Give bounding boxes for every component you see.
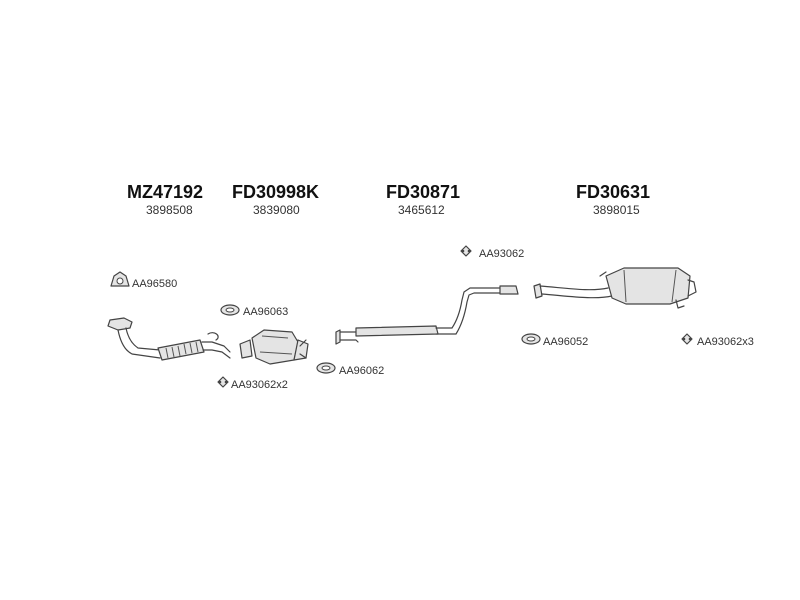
accessory-label-aa96052: AA96052 xyxy=(543,336,588,348)
accessory-mount-aa93062x2: AA93062x2 xyxy=(217,376,288,391)
accessory-gasket-aa96062: AA96062 xyxy=(316,362,384,377)
part-header-front-pipe: MZ47192 3898508 xyxy=(127,182,203,217)
part-code-front-pipe: MZ47192 xyxy=(127,182,203,202)
part-oem-rear-silencer: 3898015 xyxy=(593,203,640,217)
front-pipe-drawing xyxy=(107,317,231,361)
gasket-icon xyxy=(521,333,541,345)
rubber-mount-icon xyxy=(460,245,472,257)
clamp-icon xyxy=(110,271,130,287)
part-code-middle-pipe: FD30871 xyxy=(386,182,460,202)
accessory-label-aa93062: AA93062 xyxy=(479,248,524,260)
accessory-gasket-aa96052: AA96052 xyxy=(521,333,588,348)
rubber-mount-icon xyxy=(681,333,693,345)
accessory-clamp-aa96580: AA96580 xyxy=(110,271,177,290)
accessory-label-aa96580: AA96580 xyxy=(132,278,177,290)
part-header-rear-silencer: FD30631 3898015 xyxy=(576,182,650,217)
accessory-mount-aa93062x3: AA93062x3 xyxy=(681,333,754,348)
part-code-rear-silencer: FD30631 xyxy=(576,182,650,202)
part-header-middle-pipe: FD30871 3465612 xyxy=(386,182,460,217)
gasket-icon xyxy=(220,304,240,316)
accessory-gasket-aa96063: AA96063 xyxy=(220,304,288,318)
accessory-label-aa96063: AA96063 xyxy=(243,306,288,318)
part-oem-front-pipe: 3898508 xyxy=(146,203,193,217)
part-header-catalyst: FD30998K 3839080 xyxy=(232,182,319,217)
gasket-icon xyxy=(316,362,336,374)
middle-pipe-drawing xyxy=(335,285,519,345)
rear-silencer-drawing xyxy=(533,267,697,309)
part-code-catalyst: FD30998K xyxy=(232,182,319,202)
rubber-mount-icon xyxy=(217,376,229,388)
accessory-label-aa93062x2: AA93062x2 xyxy=(231,379,288,391)
catalyst-drawing xyxy=(239,329,309,365)
part-oem-middle-pipe: 3465612 xyxy=(398,203,445,217)
accessory-label-aa93062x3: AA93062x3 xyxy=(697,336,754,348)
part-oem-catalyst: 3839080 xyxy=(253,203,300,217)
accessory-label-aa96062: AA96062 xyxy=(339,365,384,377)
accessory-mount-aa93062: AA93062 xyxy=(460,245,524,260)
